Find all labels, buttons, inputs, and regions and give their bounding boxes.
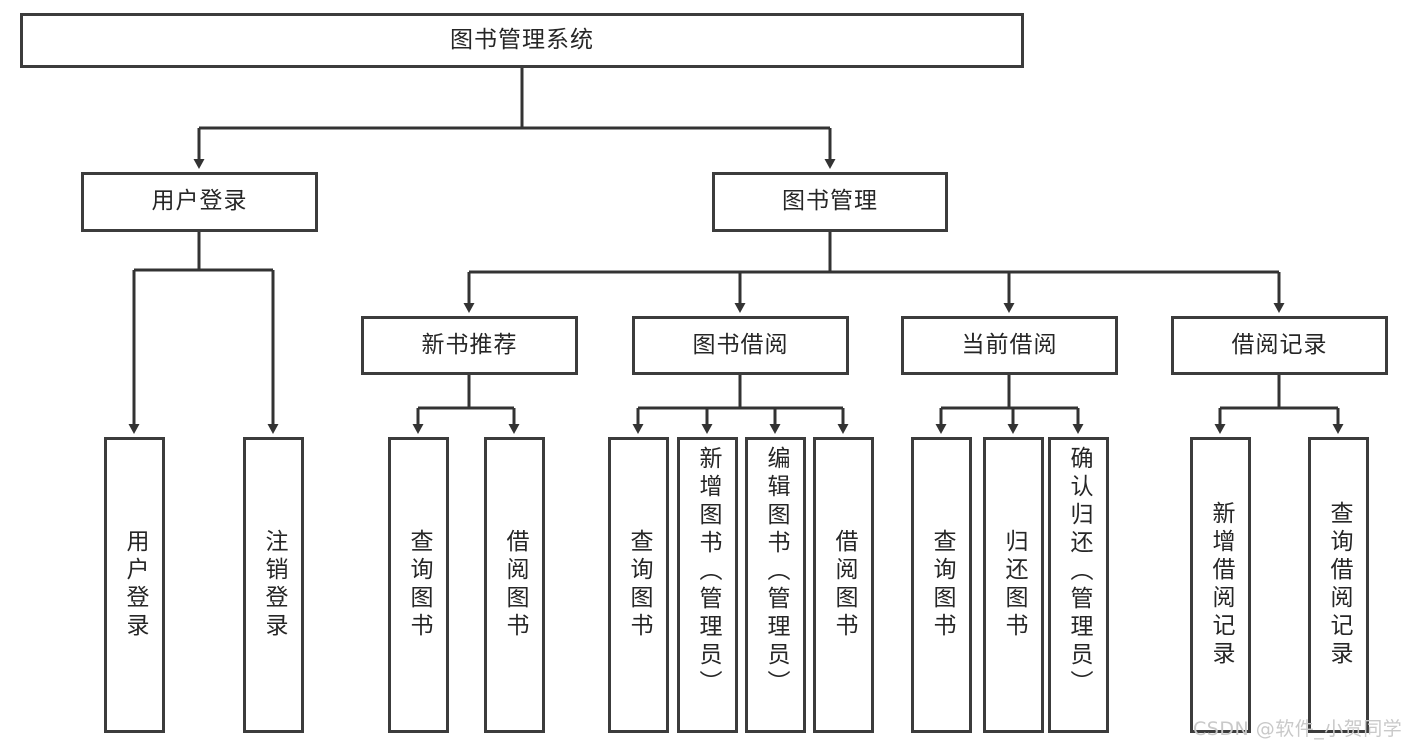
node-leaf-borrow-book-recommend-label: 借阅图书 [502, 529, 528, 641]
node-leaf-user-login-label: 用户登录 [122, 529, 148, 641]
node-leaf-borrow-book-recommend[interactable]: 借阅图书 [484, 437, 545, 733]
node-leaf-query-book-recommend[interactable]: 查询图书 [388, 437, 449, 733]
node-leaf-query-book-current[interactable]: 查询图书 [911, 437, 972, 733]
node-leaf-query-book-recommend-label: 查询图书 [406, 529, 432, 641]
node-leaf-add-book[interactable]: 新增图书（管理员） [677, 437, 738, 733]
node-leaf-user-login[interactable]: 用户登录 [104, 437, 165, 733]
node-leaf-confirm-return-label: 确认归还（管理员） [1066, 446, 1092, 698]
node-user-login-label: 用户登录 [151, 188, 248, 215]
node-book-borrow-label: 图书借阅 [692, 331, 789, 358]
node-leaf-add-record[interactable]: 新增借阅记录 [1190, 437, 1251, 733]
node-leaf-query-book-current-label: 查询图书 [929, 529, 955, 641]
node-leaf-edit-book-label: 编辑图书（管理员） [763, 446, 789, 698]
node-leaf-borrow-book[interactable]: 借阅图书 [813, 437, 874, 733]
node-book-borrow[interactable]: 图书借阅 [632, 316, 849, 375]
node-leaf-borrow-book-label: 借阅图书 [831, 529, 857, 641]
node-book-manage[interactable]: 图书管理 [712, 172, 948, 232]
node-new-book-recommend-label: 新书推荐 [421, 331, 518, 358]
node-leaf-query-record[interactable]: 查询借阅记录 [1308, 437, 1369, 733]
node-leaf-user-logout-label: 注销登录 [261, 529, 287, 641]
node-leaf-query-book-borrow[interactable]: 查询图书 [608, 437, 669, 733]
node-leaf-query-book-borrow-label: 查询图书 [626, 529, 652, 641]
node-user-login[interactable]: 用户登录 [81, 172, 318, 232]
csdn-watermark: CSDN @软件_小贺同学 [1193, 718, 1403, 740]
node-leaf-add-book-label: 新增图书（管理员） [695, 446, 721, 698]
node-current-borrow[interactable]: 当前借阅 [901, 316, 1118, 375]
node-book-manage-label: 图书管理 [782, 188, 878, 215]
node-root-label: 图书管理系统 [450, 26, 594, 53]
node-borrow-record[interactable]: 借阅记录 [1171, 316, 1388, 375]
node-leaf-confirm-return[interactable]: 确认归还（管理员） [1048, 437, 1109, 733]
node-leaf-return-book-label: 归还图书 [1001, 529, 1027, 641]
node-leaf-edit-book[interactable]: 编辑图书（管理员） [745, 437, 806, 733]
node-leaf-user-logout[interactable]: 注销登录 [243, 437, 304, 733]
node-leaf-return-book[interactable]: 归还图书 [983, 437, 1044, 733]
node-leaf-query-record-label: 查询借阅记录 [1326, 501, 1352, 669]
node-root[interactable]: 图书管理系统 [20, 13, 1024, 68]
node-leaf-add-record-label: 新增借阅记录 [1208, 501, 1234, 669]
node-borrow-record-label: 借阅记录 [1231, 331, 1328, 358]
node-new-book-recommend[interactable]: 新书推荐 [361, 316, 578, 375]
node-current-borrow-label: 当前借阅 [961, 331, 1058, 358]
